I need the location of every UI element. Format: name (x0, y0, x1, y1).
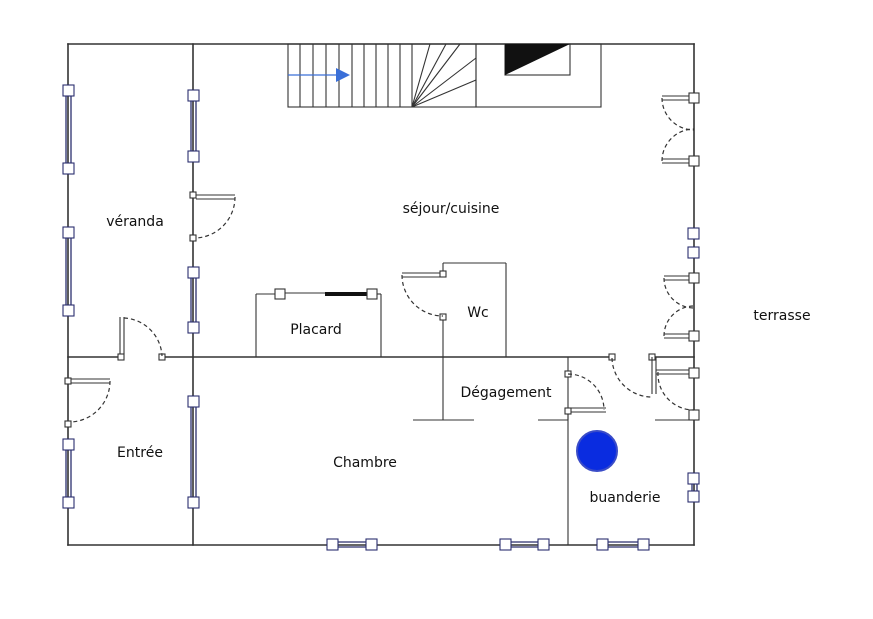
window-veranda-sejour-lower (187, 266, 200, 334)
door-wc (401, 270, 447, 321)
room-label-degagement: Dégagement (461, 385, 552, 401)
french-door-terrasse-upper (661, 92, 700, 167)
room-label-entree: Entrée (117, 445, 163, 461)
door-placard-sliding (274, 288, 378, 300)
window-buanderie-bottom (596, 538, 650, 551)
window-veranda-left-upper (62, 84, 75, 175)
window-veranda-left-lower (62, 226, 75, 317)
french-door-terrasse-lower (663, 272, 700, 342)
door-right-exterior (656, 367, 700, 421)
room-label-veranda: véranda (106, 214, 164, 230)
stair-arrow-icon (336, 68, 350, 82)
window-entree-left (62, 438, 75, 509)
window-chambre-bottom-left (326, 538, 378, 551)
room-label-terrasse: terrasse (753, 308, 810, 324)
window-veranda-sejour-upper (187, 89, 200, 163)
window-chambre-bottom-right (499, 538, 550, 551)
room-label-buanderie: buanderie (590, 490, 661, 506)
window-buanderie-right (687, 472, 700, 503)
door-degagement-terrasse (608, 353, 657, 398)
interior-walls (67, 43, 695, 546)
room-label-placard: Placard (290, 322, 342, 338)
room-label-sejour: séjour/cuisine (403, 201, 500, 217)
door-veranda-entree (117, 317, 166, 361)
staircase (287, 43, 477, 108)
door-entree-front (64, 377, 111, 428)
window-entree-chambre (187, 395, 200, 509)
window-sejour-right-small (687, 227, 700, 259)
boiler-circle-icon (576, 430, 618, 472)
door-buanderie (564, 370, 606, 415)
chimney-duct (475, 43, 602, 108)
door-veranda-sejour (189, 191, 236, 242)
room-label-wc: Wc (467, 305, 489, 321)
room-label-chambre: Chambre (333, 455, 397, 471)
